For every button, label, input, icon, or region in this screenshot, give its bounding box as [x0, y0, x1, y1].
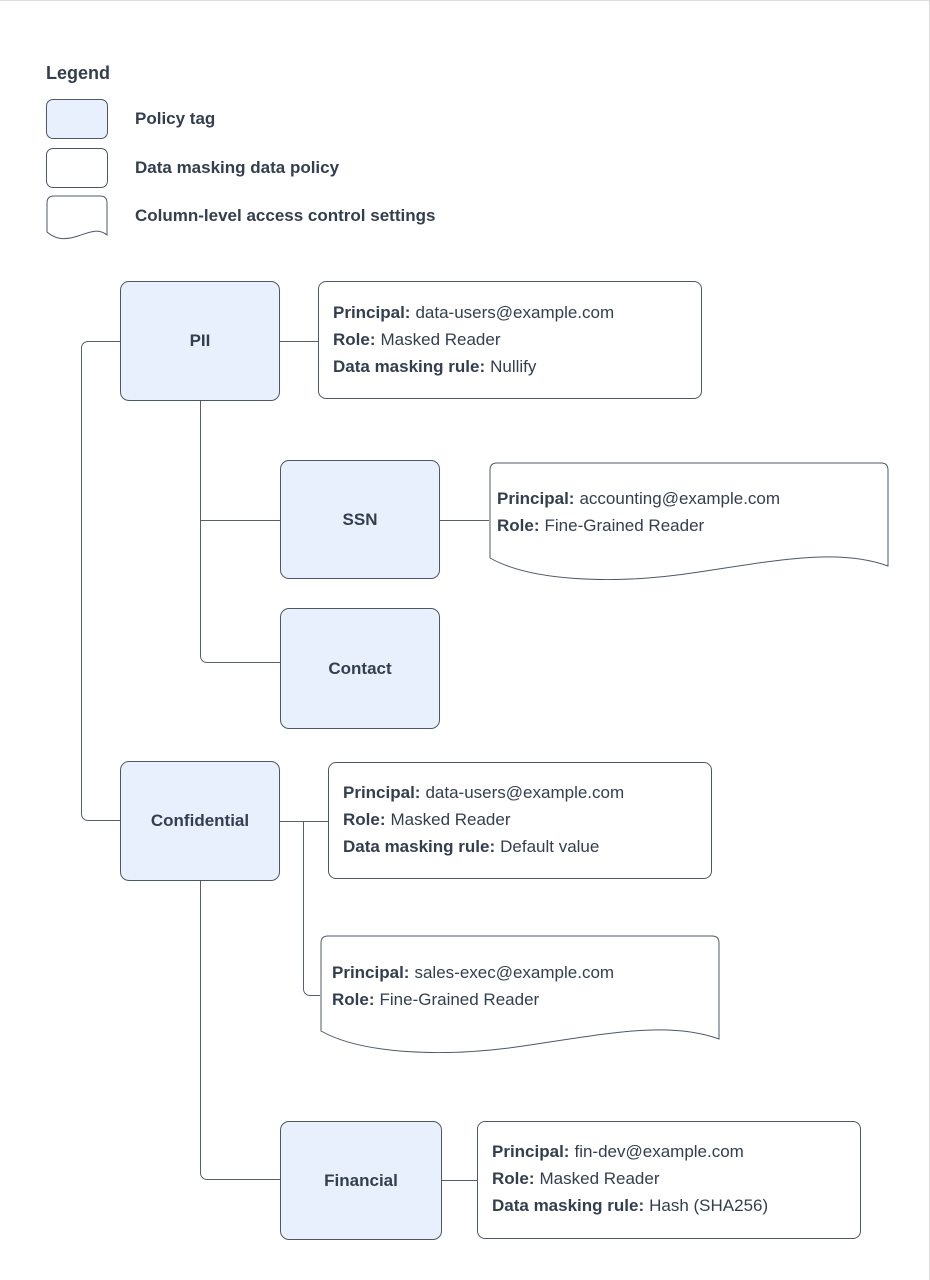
connector-confidential-to-acl: [303, 821, 320, 996]
document-shape: [320, 935, 720, 1053]
document-shape: [489, 462, 889, 580]
policy-tag-label: Financial: [324, 1170, 398, 1190]
column-acl-sales: Principal:sales-exec@example.com Role:Fi…: [320, 935, 720, 1053]
policy-line: Principal:sales-exec@example.com: [332, 963, 615, 982]
masking-policy-pii: Principal:data-users@example.com Role:Ma…: [318, 281, 702, 399]
connector-ssn-to-acl: [440, 520, 489, 521]
connector-confidential-to-financial: [200, 881, 280, 1180]
policy-line: Data masking rule:Default value: [343, 837, 600, 856]
legend-data-masking-swatch: [46, 148, 108, 188]
legend-item-label: Column-level access control settings: [135, 206, 436, 225]
policy-line: Principal:fin-dev@example.com: [492, 1142, 744, 1161]
legend-item-label: Policy tag: [135, 109, 216, 128]
legend-column-acl-swatch: [46, 195, 108, 241]
policy-line: Role:Fine-Grained Reader: [497, 516, 705, 535]
policy-line: Principal:data-users@example.com: [343, 783, 625, 802]
policy-tag-label: Confidential: [150, 811, 250, 830]
policy-tag-ssn: SSN: [280, 460, 440, 579]
masking-policy-financial: Principal:fin-dev@example.com Role:Maske…: [477, 1121, 861, 1239]
policy-line: Data masking rule:Nullify: [333, 357, 537, 376]
policy-tag-pii: PII: [120, 281, 280, 401]
document-shape: [46, 195, 108, 241]
policy-tag-label: Contact: [328, 658, 392, 678]
legend-policy-tag-swatch: [46, 99, 108, 139]
connector-pii-to-ssn: [200, 520, 280, 521]
policy-line: Role:Masked Reader: [333, 330, 501, 349]
policy-line: Principal:data-users@example.com: [333, 303, 615, 322]
policy-line: Role:Masked Reader: [343, 810, 511, 829]
policy-line: Role:Masked Reader: [492, 1169, 660, 1188]
connector-pii-to-masking-policy: [280, 341, 318, 342]
legend-item-label: Data masking data policy: [135, 158, 340, 177]
connector-financial-to-masking-policy: [442, 1180, 477, 1181]
policy-tag-label: PII: [189, 331, 211, 350]
policy-tag-financial: Financial: [280, 1121, 442, 1240]
policy-line: Principal:accounting@example.com: [497, 489, 781, 508]
masking-policy-confidential: Principal:data-users@example.com Role:Ma…: [328, 762, 712, 879]
legend-title: Legend: [46, 63, 111, 83]
connector-pii-confidential-bracket: [81, 341, 120, 821]
column-acl-ssn: Principal:accounting@example.com Role:Fi…: [489, 462, 889, 580]
policy-line: Role:Fine-Grained Reader: [332, 990, 540, 1009]
policy-tag-contact: Contact: [280, 608, 440, 729]
connector-pii-to-contact: [200, 401, 280, 663]
policy-tag-label: SSN: [342, 509, 378, 529]
policy-tag-confidential: Confidential: [120, 761, 280, 881]
policy-line: Data masking rule:Hash (SHA256): [492, 1196, 769, 1215]
